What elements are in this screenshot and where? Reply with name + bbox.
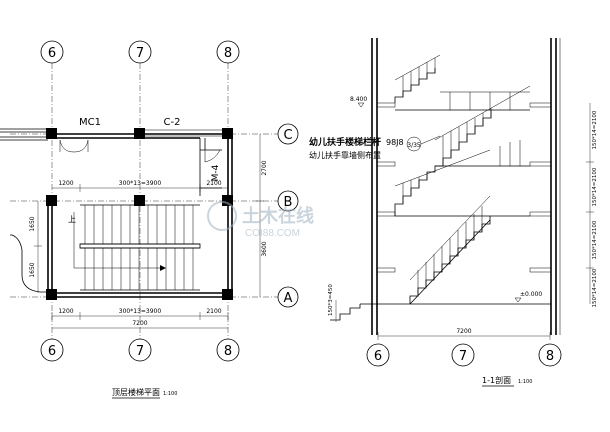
svg-text:A: A <box>284 291 293 306</box>
watermark-text: 土木在线 <box>242 205 314 226</box>
section-caption-scale: 1:100 <box>518 379 532 385</box>
plan-dim-top-3: 2100 <box>206 180 221 187</box>
watermark: 土木在线 COI88.COM <box>207 201 314 239</box>
axis-bubble-a: A <box>277 286 299 308</box>
axis-bubble-8-bottom: 8 <box>216 338 240 362</box>
level-top: 8.400 <box>350 96 367 103</box>
plan-dim-top-1: 1200 <box>58 180 73 187</box>
plan-caption: 顶层楼梯平面 <box>112 387 160 397</box>
plan-dim-left-2: 1650 <box>29 262 36 277</box>
plan-dim-top-2: 300*13=3900 <box>119 180 162 187</box>
svg-text:8: 8 <box>546 349 554 364</box>
section-dim-right-1: 150*14=2100 <box>592 110 598 149</box>
plan-dim-total: 7200 <box>132 320 147 327</box>
column <box>134 195 145 206</box>
plan-dim-bottom-3: 2100 <box>206 308 221 315</box>
section-axis-8: 8 <box>538 343 562 367</box>
axis-bubble-7-bottom: 7 <box>128 338 152 362</box>
door-m4-label: M-4 <box>211 164 221 181</box>
section-dim-left: 150*3=450 <box>328 284 334 316</box>
column <box>46 195 57 206</box>
axis-bubble-6-bottom: 6 <box>40 338 64 362</box>
svg-text:C: C <box>283 128 292 143</box>
section-dim-right-2: 150*14=2100 <box>592 167 598 206</box>
axis-bubble-8-top: 8 <box>216 40 240 64</box>
plan-dim-bottom-2: 300*13=3900 <box>119 308 162 315</box>
column <box>222 128 233 139</box>
svg-text:B: B <box>284 195 293 210</box>
plan-dim-right-1: 2700 <box>261 160 268 175</box>
section-caption: 1-1剖面 <box>482 375 511 385</box>
column <box>134 128 145 139</box>
window-c2-label: C-2 <box>164 117 181 128</box>
column <box>222 195 233 206</box>
section-axis-7: 7 <box>451 343 475 367</box>
section-dim-right-4: 150*14=2100 <box>592 268 598 307</box>
section-dim-total: 7200 <box>456 328 471 335</box>
axis-bubble-c: C <box>277 123 299 145</box>
svg-text:8: 8 <box>224 344 232 359</box>
svg-text:7: 7 <box>136 46 144 61</box>
note-railing-detail: 3/35 <box>407 142 421 149</box>
note-railing-ref: 98J8 <box>386 138 404 147</box>
up-arrow-label: 上 <box>68 215 76 224</box>
stair-plan: 6 7 8 6 7 8 C B <box>0 40 299 399</box>
section-dim-right-3: 150*14=2100 <box>592 220 598 259</box>
axis-bubble-7-top: 7 <box>128 40 152 64</box>
svg-text:6: 6 <box>374 349 382 364</box>
svg-text:7: 7 <box>459 349 467 364</box>
railing <box>394 54 531 296</box>
watermark-sub: COI88.COM <box>245 228 300 239</box>
svg-text:7: 7 <box>136 344 144 359</box>
plan-caption-scale: 1:100 <box>163 391 177 397</box>
stair-section: 6 7 8 <box>309 38 598 387</box>
plan-dim-right-2: 3600 <box>261 241 268 256</box>
plan-dim-left-1: 1650 <box>29 216 36 231</box>
column <box>46 128 57 139</box>
door-mc1-label: MC1 <box>79 117 101 128</box>
svg-text:6: 6 <box>48 46 56 61</box>
column <box>222 289 233 300</box>
note-railing: 幼儿扶手楼梯栏杆 <box>309 136 381 148</box>
plan-dim-bottom-1: 1200 <box>58 308 73 315</box>
column <box>46 289 57 300</box>
axis-bubble-6-top: 6 <box>40 40 64 64</box>
svg-text:8: 8 <box>224 46 232 61</box>
section-axis-6: 6 <box>366 343 390 367</box>
level-ground: ±0.000 <box>520 291 542 298</box>
svg-text:6: 6 <box>48 344 56 359</box>
note-handrail: 幼儿扶手靠墙侧布置 <box>309 150 381 160</box>
